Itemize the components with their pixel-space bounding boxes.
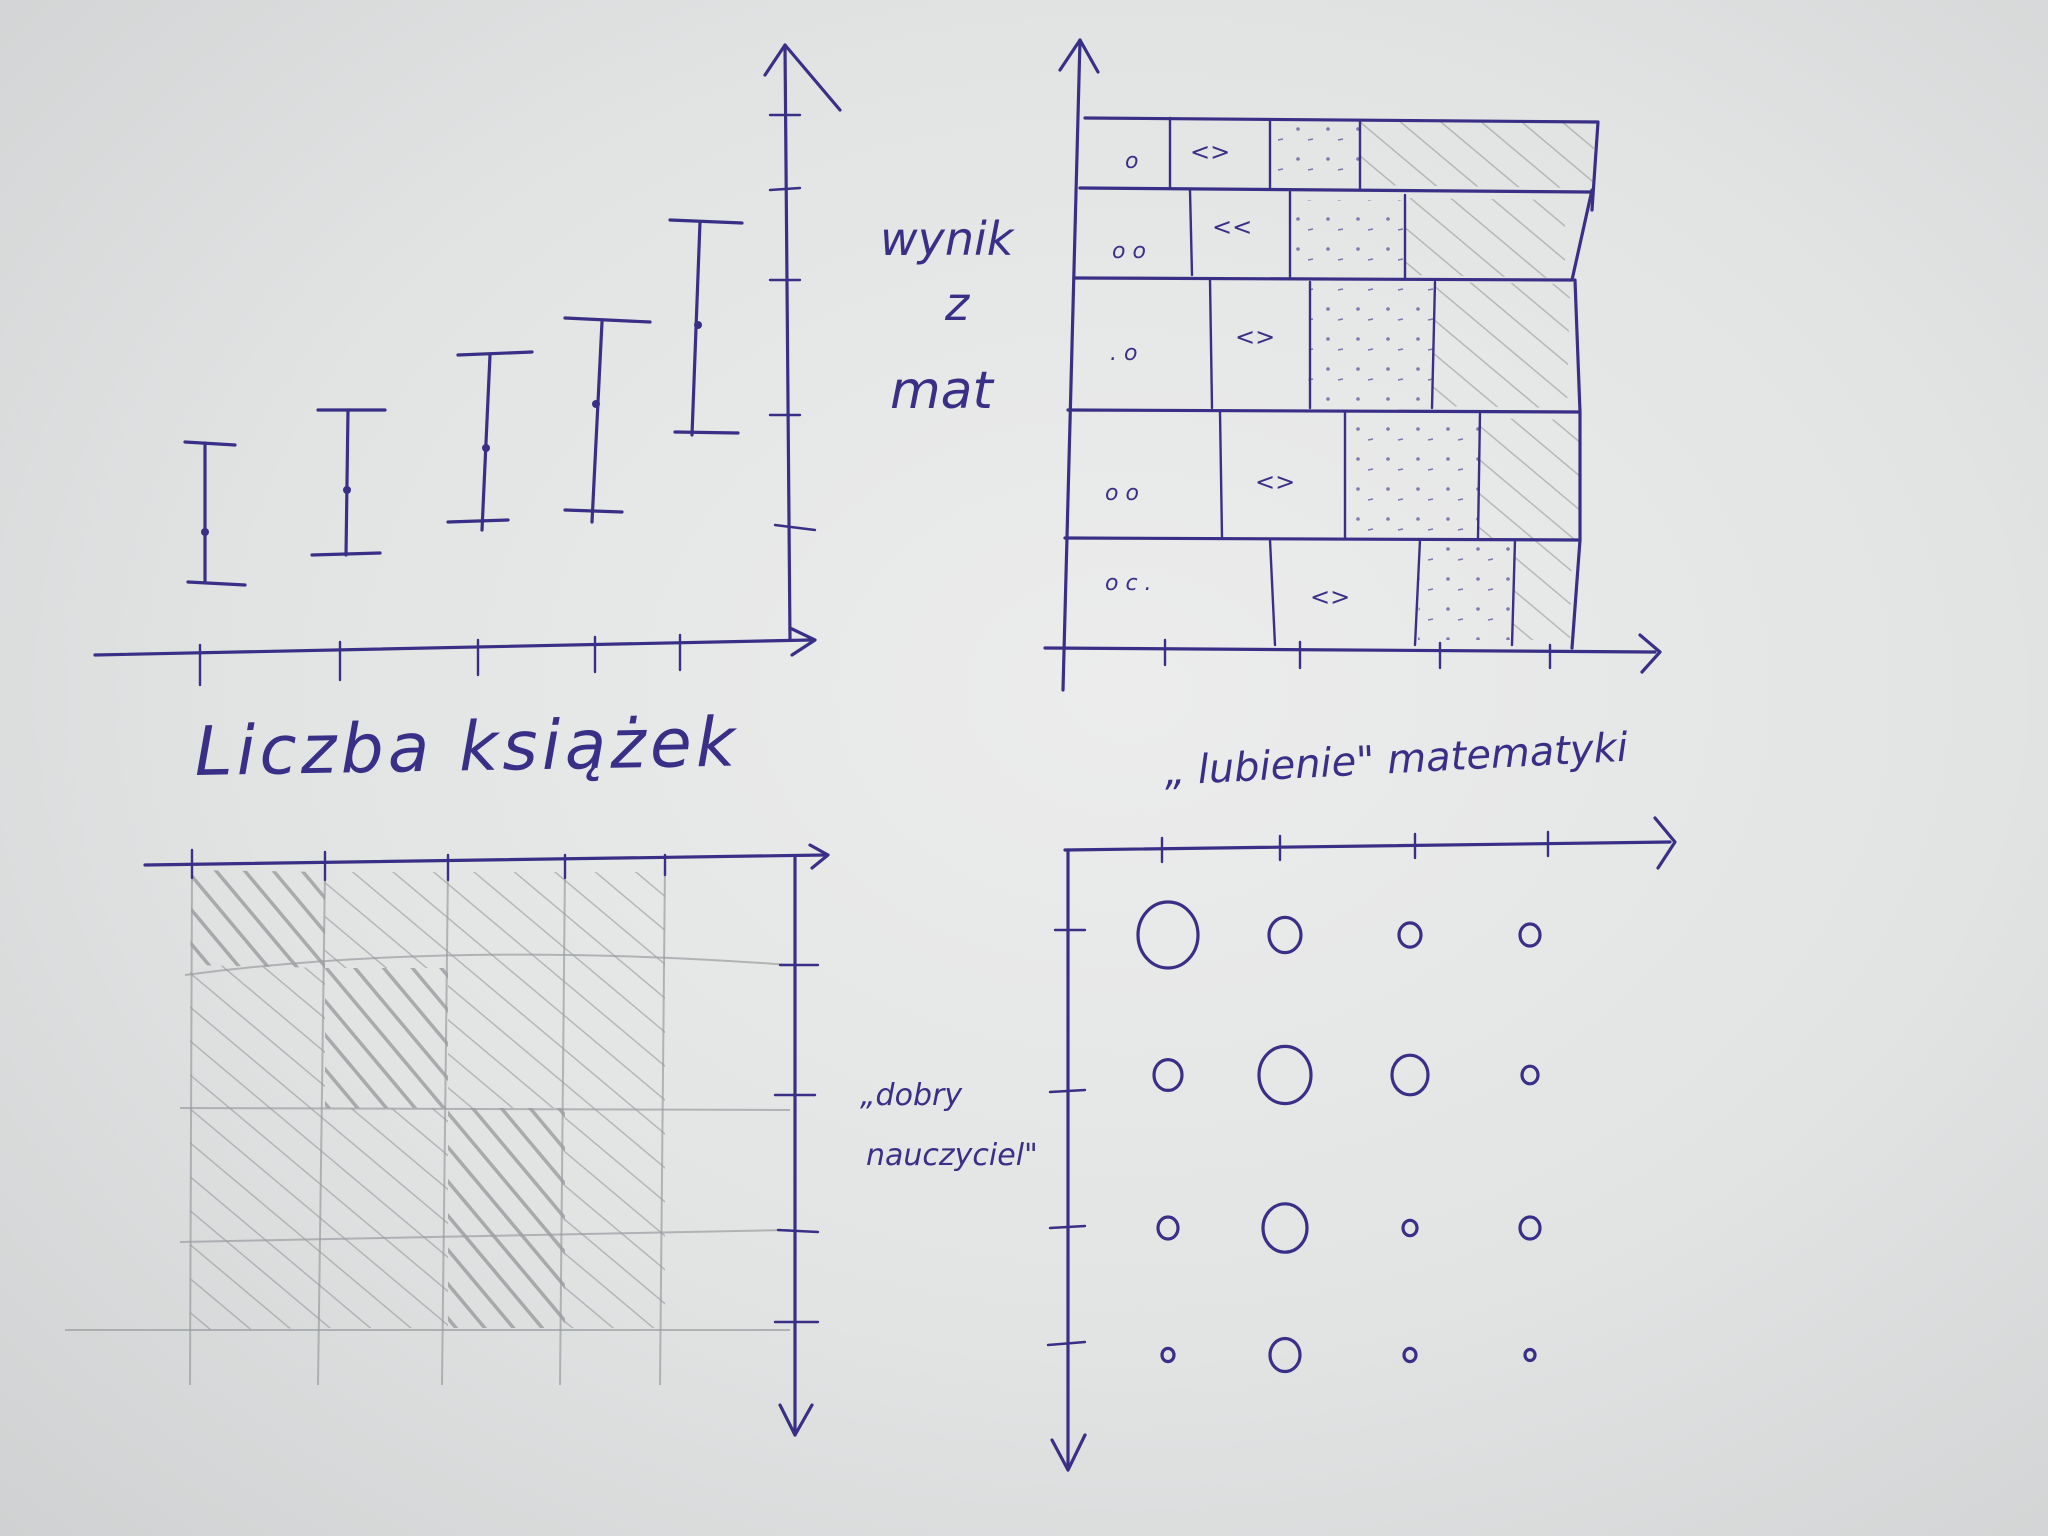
bubble-x-ticks <box>1160 830 1550 864</box>
bubble-x-arrow <box>1653 816 1677 870</box>
heatmap-pencil-grid <box>65 864 791 1386</box>
svg-text:<<: << <box>1212 213 1252 241</box>
mosaic-y-axis <box>1061 38 1082 692</box>
error-bar <box>310 408 387 557</box>
bubble <box>1268 1336 1302 1374</box>
bubble <box>1267 915 1303 955</box>
mosaic-cell-marks: o <> o o << . o <> o o <> o c . <> <box>1105 138 1350 611</box>
mosaic-cell-dividers <box>1168 116 1517 647</box>
heatmap-y-arrow <box>778 1403 814 1437</box>
bubble <box>1152 1057 1184 1092</box>
mosaic-x-axis <box>1043 646 1657 654</box>
bubble <box>1261 1202 1309 1254</box>
bubble-grid <box>1136 900 1542 1374</box>
heatmap-y-label-line: „dobry <box>860 1078 963 1113</box>
svg-text:. o: . o <box>1110 341 1137 366</box>
svg-text:o o: o o <box>1105 481 1139 506</box>
bubble-y-arrow <box>1050 1433 1087 1472</box>
bubble-x-axis <box>1063 840 1672 852</box>
bubble <box>1136 900 1200 970</box>
error-bar-sketch: Liczba książek <box>93 43 842 792</box>
error-bar-y-arrow <box>763 43 842 112</box>
heatmap-y-label: „dobry nauczyciel" <box>860 1078 1038 1173</box>
svg-text:<>: <> <box>1255 468 1295 496</box>
bubble <box>1518 922 1542 948</box>
mosaic-y-label-line: wynik <box>880 212 1016 266</box>
svg-text:<>: <> <box>1310 583 1350 611</box>
mosaic-x-ticks <box>1163 638 1552 670</box>
mosaic-y-arrow <box>1058 38 1100 74</box>
mosaic-hatched-cells <box>1270 120 1595 640</box>
heatmap-shading <box>190 870 665 1330</box>
bubble-sketch <box>1046 816 1677 1472</box>
heatmap-y-label-line: nauczyciel" <box>866 1138 1038 1173</box>
error-bar-x-arrow <box>788 626 817 657</box>
error-bar-y-ticks <box>768 113 817 532</box>
svg-text:<>: <> <box>1190 138 1230 166</box>
heatmap-sketch: „dobry nauczyciel" <box>65 843 1038 1437</box>
bubble <box>1401 1218 1419 1238</box>
bubble <box>1520 1064 1540 1086</box>
bubble <box>1390 1053 1430 1097</box>
error-bar-y-axis <box>783 43 792 642</box>
bubble-y-ticks <box>1046 928 1087 1347</box>
error-bar <box>446 350 534 532</box>
bubble <box>1397 921 1423 949</box>
bubble <box>1156 1215 1180 1241</box>
mosaic-sketch: o <> o o << . o <> o o <> o c . <> wynik… <box>880 38 1662 795</box>
bubble <box>1518 1215 1542 1241</box>
heatmap-y-ticks <box>773 963 820 1324</box>
mosaic-x-arrow <box>1638 633 1662 674</box>
error-bar-x-ticks <box>198 633 682 687</box>
svg-text:o c .: o c . <box>1105 571 1152 596</box>
heatmap-x-axis <box>143 853 827 867</box>
heatmap-x-ticks <box>190 848 667 882</box>
bubble <box>1402 1346 1418 1364</box>
error-bars <box>183 218 744 587</box>
bubble <box>1160 1346 1176 1364</box>
error-bar <box>563 316 652 524</box>
svg-text:o o: o o <box>1112 239 1146 264</box>
mosaic-y-label-line: mat <box>890 361 995 421</box>
error-bar-x-label: Liczba książek <box>194 704 740 792</box>
error-bar-x-axis <box>93 638 812 657</box>
error-bar <box>668 218 744 437</box>
mosaic-y-label-line: z <box>944 277 970 331</box>
bubble <box>1523 1347 1537 1363</box>
svg-text:o: o <box>1125 149 1138 174</box>
error-bar <box>183 440 247 587</box>
heatmap-x-arrow <box>808 843 830 870</box>
svg-text:<>: <> <box>1235 323 1275 351</box>
mosaic-x-label: „ lubienie" matematyki <box>1163 725 1629 795</box>
bubble <box>1257 1044 1313 1106</box>
mosaic-y-label: wynik z mat <box>880 212 1016 421</box>
mosaic-rows <box>1063 116 1600 650</box>
